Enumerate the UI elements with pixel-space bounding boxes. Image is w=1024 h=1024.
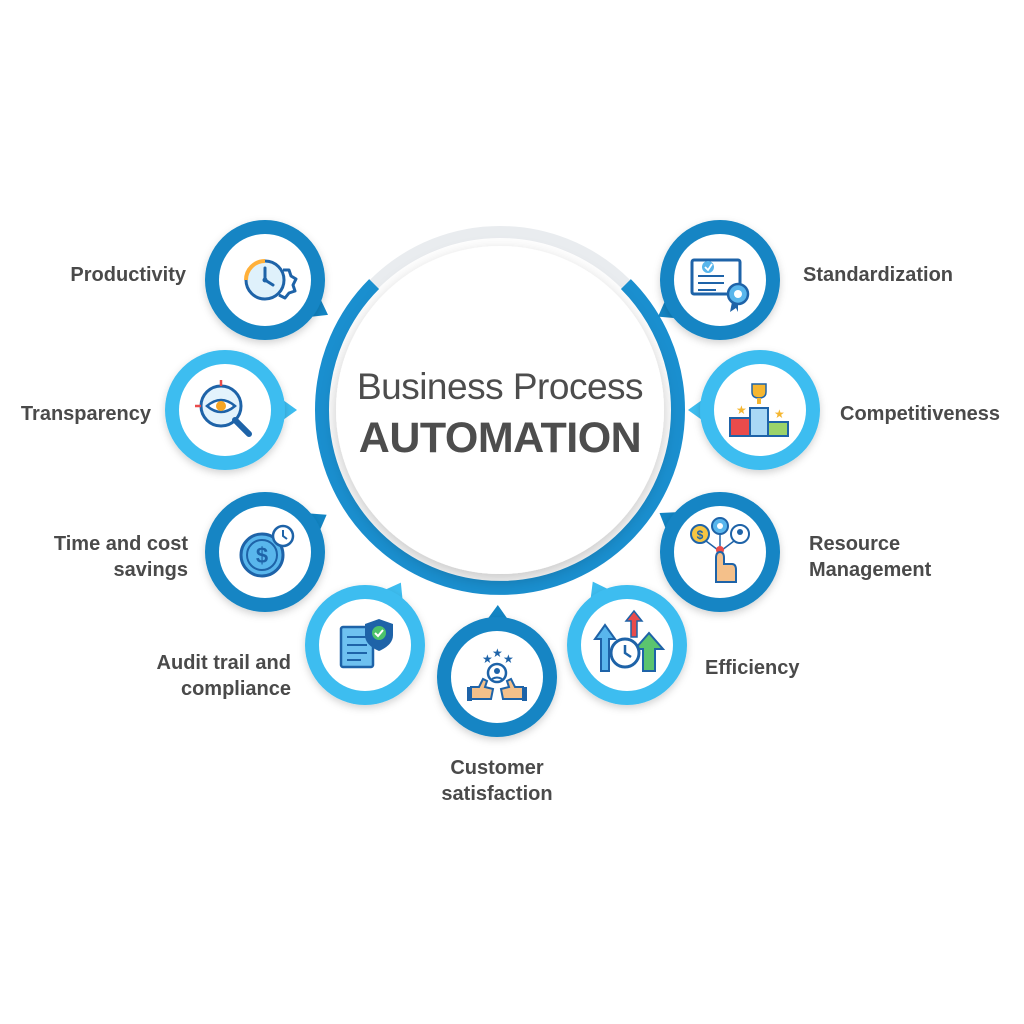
label-transparency: Transparency <box>20 403 151 425</box>
svg-text:$: $ <box>256 543 268 568</box>
bubble-productivity <box>205 220 329 340</box>
bubble-standardization <box>658 220 780 340</box>
svg-text:★: ★ <box>492 646 503 660</box>
bubble-customer-satisfaction: ★ ★ ★ <box>437 605 557 737</box>
svg-text:★: ★ <box>482 652 493 666</box>
bubble-audit-trail <box>305 582 425 705</box>
document-shield-icon <box>339 619 393 669</box>
label-competitiveness: Competitiveness <box>840 403 1001 425</box>
center-title-line2: AUTOMATION <box>358 414 642 462</box>
svg-text:★: ★ <box>774 407 785 421</box>
label-audit-trail: Audit trail and compliance <box>156 652 291 700</box>
svg-text:★: ★ <box>503 652 514 666</box>
bubble-competitiveness: ★ ★ <box>688 350 820 470</box>
eye-magnifier-icon <box>195 380 252 437</box>
hand-resources-icon: $ <box>690 517 750 583</box>
label-standardization: Standardization <box>803 264 954 286</box>
svg-text:$: $ <box>697 528 704 542</box>
clock-growth-arrows-icon <box>593 609 666 672</box>
label-customer-satisfaction: Customer satisfaction <box>441 757 553 805</box>
podium-trophy-icon: ★ ★ <box>729 383 789 437</box>
label-productivity: Productivity <box>70 264 186 286</box>
label-efficiency: Efficiency <box>705 657 800 679</box>
bubble-efficiency <box>567 581 687 705</box>
central-hub <box>315 226 685 595</box>
label-resource-management: Resource Management <box>809 533 932 581</box>
certificate-icon <box>690 258 750 312</box>
bubble-resource-management: $ <box>659 492 780 612</box>
label-time-cost: Time and cost savings <box>53 533 188 581</box>
dollar-coin-clock-icon: $ <box>239 524 295 578</box>
hub-ring-blue-arc <box>315 279 685 595</box>
bubble-transparency <box>165 350 297 470</box>
clock-gear-icon <box>244 259 298 301</box>
center-title-line1: Business Process <box>356 366 644 407</box>
thumbs-up-stars-icon: ★ ★ ★ <box>467 646 527 701</box>
bubble-time-cost: $ <box>205 492 327 612</box>
svg-text:★: ★ <box>736 403 747 417</box>
